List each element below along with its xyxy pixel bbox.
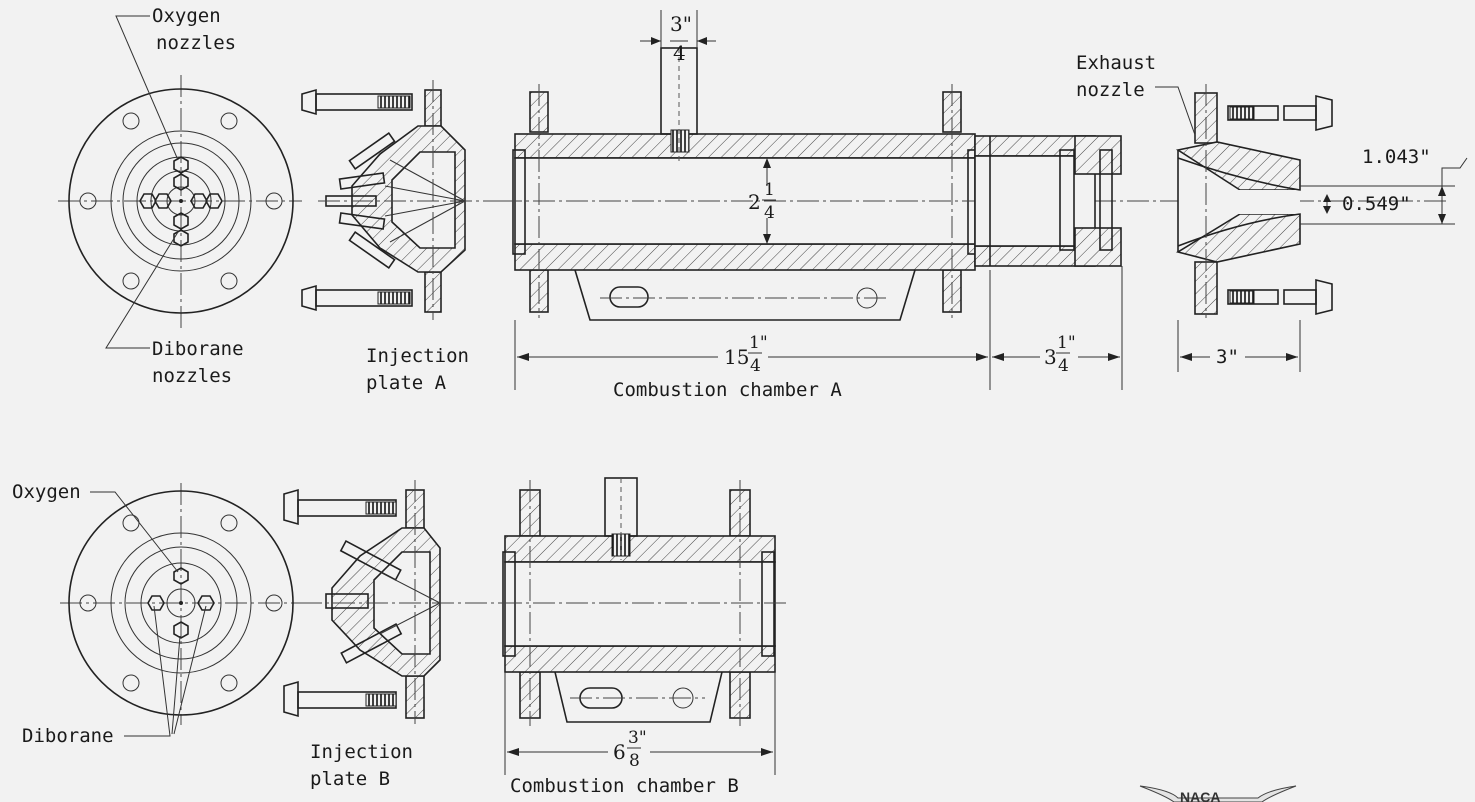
injection-plate-a-label-line1: Injection: [366, 345, 469, 367]
injector-face-a: [58, 15, 302, 349]
naca-logo-text: NACA: [1180, 789, 1220, 802]
oxygen-nozzles-label-line1: Oxygen: [152, 5, 221, 27]
oxygen-nozzles-label-line2: nozzles: [156, 32, 236, 54]
throat-diameter-value: 0.549": [1342, 193, 1411, 215]
inner-diameter-whole: 2: [748, 190, 761, 214]
inner-diameter-denominator: 4: [764, 203, 775, 223]
spacer-section-a: [974, 135, 1122, 267]
chamber-b-length-whole: 6: [613, 740, 626, 764]
chamber-a-length-dimension: [514, 266, 1123, 390]
chamber-a-length-denominator: 4: [750, 356, 761, 376]
port-width-numerator: 3": [670, 12, 692, 36]
injection-plate-b: [283, 480, 500, 724]
chamber-a-length-numerator: 1": [749, 333, 768, 353]
combustion-chamber-b: [500, 477, 790, 726]
injection-plate-b-label-line1: Injection: [310, 741, 413, 763]
chamber-b-length-denominator: 8: [629, 751, 640, 771]
oxygen-label-b: Oxygen: [12, 481, 81, 503]
diborane-nozzles-label-line1: Diborane: [152, 338, 244, 360]
exhaust-nozzle: [1155, 84, 1333, 318]
chamber-a-label: Combustion chamber A: [613, 379, 842, 401]
section-length-denominator: 4: [1058, 356, 1069, 376]
port-width-denominator: 4: [673, 41, 686, 65]
injector-face-b: [60, 483, 300, 737]
section-length-numerator: 1": [1057, 333, 1076, 353]
chamber-b-length-numerator: 3": [628, 728, 647, 748]
diborane-nozzles-label-line2: nozzles: [152, 365, 232, 387]
injection-plate-a: [301, 80, 500, 320]
chamber-b-length-dimension: [504, 672, 776, 775]
inner-diameter-dimension: [763, 158, 771, 244]
injection-plate-b-label-line2: plate B: [310, 768, 390, 790]
exhaust-nozzle-label-line1: Exhaust: [1076, 52, 1156, 74]
nozzle-length-value: 3": [1216, 346, 1239, 368]
diborane-label-b: Diborane: [22, 725, 114, 747]
chamber-b-label: Combustion chamber B: [510, 775, 739, 797]
port-width-dimension: [640, 10, 716, 48]
inner-diameter-numerator: 1: [764, 180, 775, 200]
chamber-a-length-whole: 15: [724, 345, 749, 369]
section-length-whole: 3: [1044, 345, 1057, 369]
naca-logo: NACA: [1139, 785, 1297, 802]
nozzle-length-dimension: [1177, 320, 1301, 372]
exit-diameter-dimension: [1300, 157, 1468, 225]
injection-plate-a-label-line2: plate A: [366, 372, 447, 394]
exit-diameter-value: 1.043": [1362, 146, 1431, 168]
combustion-chamber-a: [500, 47, 1450, 321]
exhaust-nozzle-label-line2: nozzle: [1076, 79, 1145, 101]
